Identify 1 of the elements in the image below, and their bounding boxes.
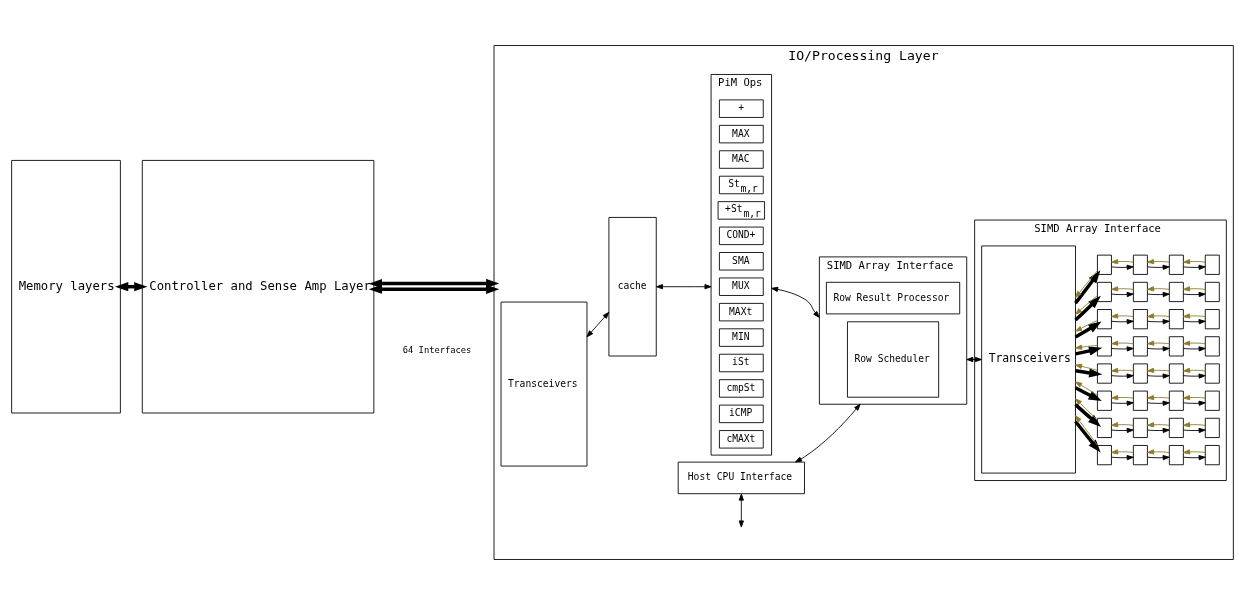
label: 64 Interfaces <box>402 344 472 355</box>
